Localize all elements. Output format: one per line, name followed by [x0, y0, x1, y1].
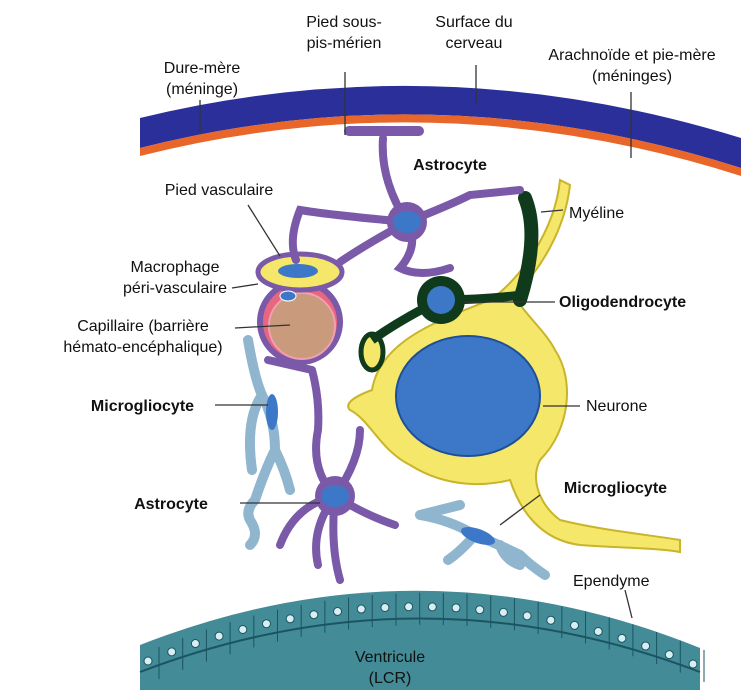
ependymal-cell-nucleus: [618, 634, 626, 642]
ependymal-cell-nucleus: [547, 616, 555, 624]
label-ependyme: Ependyme: [573, 571, 673, 592]
ependymal-cell-nucleus: [665, 651, 673, 659]
ependymal-cell-nucleus: [215, 632, 223, 640]
label-neurone: Neurone: [586, 396, 676, 417]
label-pied-sous-pis-merien: Pied sous- pis-mérien: [284, 12, 404, 54]
ependymal-cell-nucleus: [310, 611, 318, 619]
microgliocyte-left-cell: [248, 340, 290, 545]
ependymal-cell-nucleus: [452, 604, 460, 612]
label-arachnoide: Arachnoïde et pie-mère (méninges): [532, 45, 732, 87]
ependymal-cell-nucleus: [689, 660, 697, 668]
ependymal-cell-nucleus: [499, 608, 507, 616]
ependymal-cell-nucleus: [334, 607, 342, 615]
astrocyte-top-nucleus: [393, 211, 421, 233]
capillary-cell-nucleus: [280, 291, 296, 301]
label-astrocyte-bottom: Astrocyte: [116, 494, 226, 515]
label-microgliocyte-left: Microgliocyte: [70, 396, 215, 417]
ependymal-cell-nucleus: [357, 605, 365, 613]
label-surface-cerveau: Surface du cerveau: [414, 12, 534, 54]
label-macrophage: Macrophage péri-vasculaire: [94, 257, 256, 299]
ependymal-cell-nucleus: [476, 606, 484, 614]
ependymal-cell-nucleus: [523, 612, 531, 620]
label-astrocyte-top: Astrocyte: [395, 155, 505, 176]
ependymal-cell-nucleus: [191, 640, 199, 648]
label-pied-vasculaire: Pied vasculaire: [154, 180, 284, 201]
label-capillaire: Capillaire (barrière hémato-encéphalique…: [52, 316, 234, 358]
label-microgliocyte-right: Microgliocyte: [548, 478, 683, 499]
neuron-nucleus: [396, 336, 540, 456]
oligodendrocyte-nucleus: [427, 286, 455, 314]
ependymal-cell-nucleus: [262, 620, 270, 628]
ependymal-cell-nucleus: [594, 627, 602, 635]
label-dure-mere: Dure-mère (méninge): [142, 58, 262, 100]
myelin-sheath: [520, 198, 531, 300]
ependymal-cell-nucleus: [405, 603, 413, 611]
ependymal-cell-nucleus: [286, 615, 294, 623]
macrophage-nucleus: [278, 264, 318, 278]
microgliocyte-left-nucleus: [266, 394, 278, 430]
label-oligodendrocyte: Oligodendrocyte: [559, 292, 719, 313]
subpial-foot: [344, 126, 424, 136]
ependymal-cell-nucleus: [642, 642, 650, 650]
ependymal-cell-nucleus: [571, 621, 579, 629]
label-ventricule: Ventricule (LCR): [320, 647, 460, 689]
astrocyte-bottom-nucleus: [321, 485, 349, 507]
ependymal-cell-nucleus: [381, 604, 389, 612]
ependymal-cell-nucleus: [168, 648, 176, 656]
ependymal-cell-nucleus: [239, 625, 247, 633]
ependymal-cell-nucleus: [144, 657, 152, 665]
label-myeline: Myéline: [569, 203, 649, 224]
ependymal-cell-nucleus: [428, 603, 436, 611]
